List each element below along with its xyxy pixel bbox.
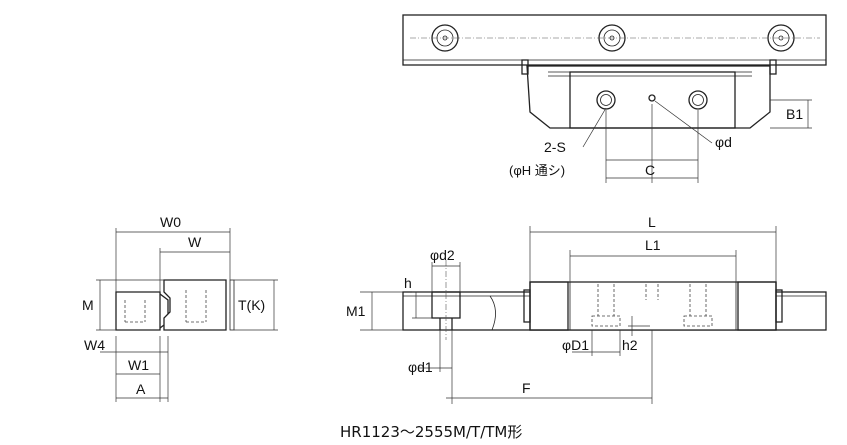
top-rail	[402, 14, 827, 66]
label-2s: 2-S	[544, 139, 566, 155]
label-h2: h2	[622, 337, 638, 353]
center-small-hole	[648, 94, 656, 102]
label-phi-D1: φD1	[562, 337, 589, 353]
block-hole-right	[688, 90, 708, 110]
end-block	[163, 279, 227, 331]
label-w1: W1	[128, 357, 149, 373]
label-f: F	[522, 380, 531, 396]
end-view: W0 W M T(K) W4 W1 A	[82, 214, 278, 402]
label-w: W	[188, 234, 202, 250]
label-h: h	[404, 275, 412, 291]
top-view: B1 2-S (φH 通シ) φd C	[402, 14, 827, 183]
label-w4: W4	[84, 337, 105, 353]
label-phi-d: φd	[715, 134, 732, 150]
label-b1: B1	[786, 106, 803, 122]
label-phi-d1: φd1	[408, 359, 433, 375]
label-phi-h: (φH 通シ)	[509, 163, 565, 178]
label-w0: W0	[160, 214, 181, 230]
label-phi-d2: φd2	[430, 247, 455, 263]
label-l: L	[648, 214, 656, 230]
label-l1: L1	[645, 237, 661, 253]
side-view: L L1 φd2 h M1 φD1 h2	[346, 214, 827, 404]
label-a: A	[136, 381, 146, 397]
block-hole-left	[596, 90, 616, 110]
label-c: C	[645, 162, 655, 178]
caption: HR1123〜2555M/T/TM形	[340, 423, 522, 441]
label-m1: M1	[346, 303, 366, 319]
label-m: M	[82, 297, 94, 313]
end-rail	[115, 291, 161, 331]
side-block	[529, 281, 777, 331]
label-t-k: T(K)	[238, 297, 265, 313]
